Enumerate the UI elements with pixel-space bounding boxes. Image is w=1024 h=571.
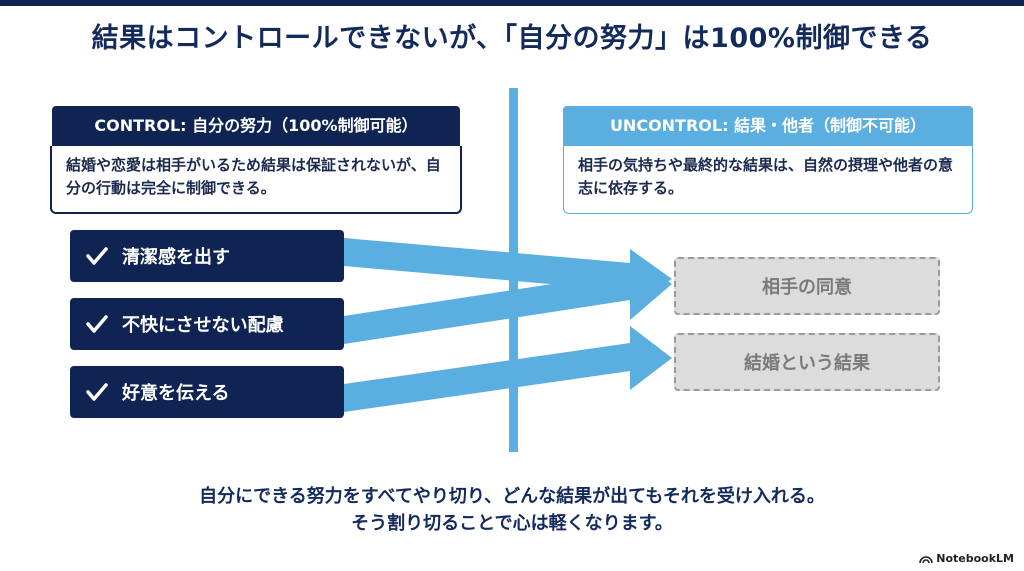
conclusion-line-2: そう割り切ることで心は軽くなります。: [351, 513, 673, 534]
notebooklm-logo-icon: [919, 555, 934, 563]
action-label: 不快にさせない配慮: [122, 315, 284, 336]
action-item-consideration: 不快にさせない配慮: [70, 298, 344, 350]
arrow-affection-to-marriage: [344, 326, 672, 412]
brand-watermark: NotebookLM: [919, 552, 1014, 565]
check-icon: [86, 383, 108, 401]
slide-title: 結果はコントロールできないが、「自分の努力」は100%制御できる: [91, 23, 933, 54]
action-label: 好意を伝える: [122, 383, 230, 404]
check-icon: [86, 247, 108, 265]
control-panel-description: 結婚や恋愛は相手がいるため結果は保証されないが、自分の行動は完全に制御できる。: [50, 146, 462, 214]
brand-name: NotebookLM: [936, 552, 1014, 565]
outcome-consent: 相手の同意: [674, 257, 940, 315]
check-icon: [86, 315, 108, 333]
outcome-marriage: 結婚という結果: [674, 333, 940, 391]
uncontrol-panel-heading: UNCONTROL: 結果・他者（制御不可能）: [563, 106, 973, 146]
action-item-affection: 好意を伝える: [70, 366, 344, 418]
uncontrol-panel-description: 相手の気持ちや最終的な結果は、自然の摂理や他者の意志に依存する。: [563, 146, 973, 214]
arrow-consideration-to-consent: [344, 256, 672, 344]
conclusion-line-1: 自分にできる努力をすべてやり切り、どんな結果が出てもそれを受け入れる。: [199, 486, 825, 507]
top-accent-bar: [0, 0, 1024, 6]
conclusion-text: 自分にできる努力をすべてやり切り、どんな結果が出てもそれを受け入れる。 そう割り…: [0, 483, 1024, 537]
action-item-clean: 清潔感を出す: [70, 230, 344, 282]
action-label: 清潔感を出す: [122, 247, 230, 268]
control-panel-heading: CONTROL: 自分の努力（100%制御可能）: [52, 106, 460, 146]
